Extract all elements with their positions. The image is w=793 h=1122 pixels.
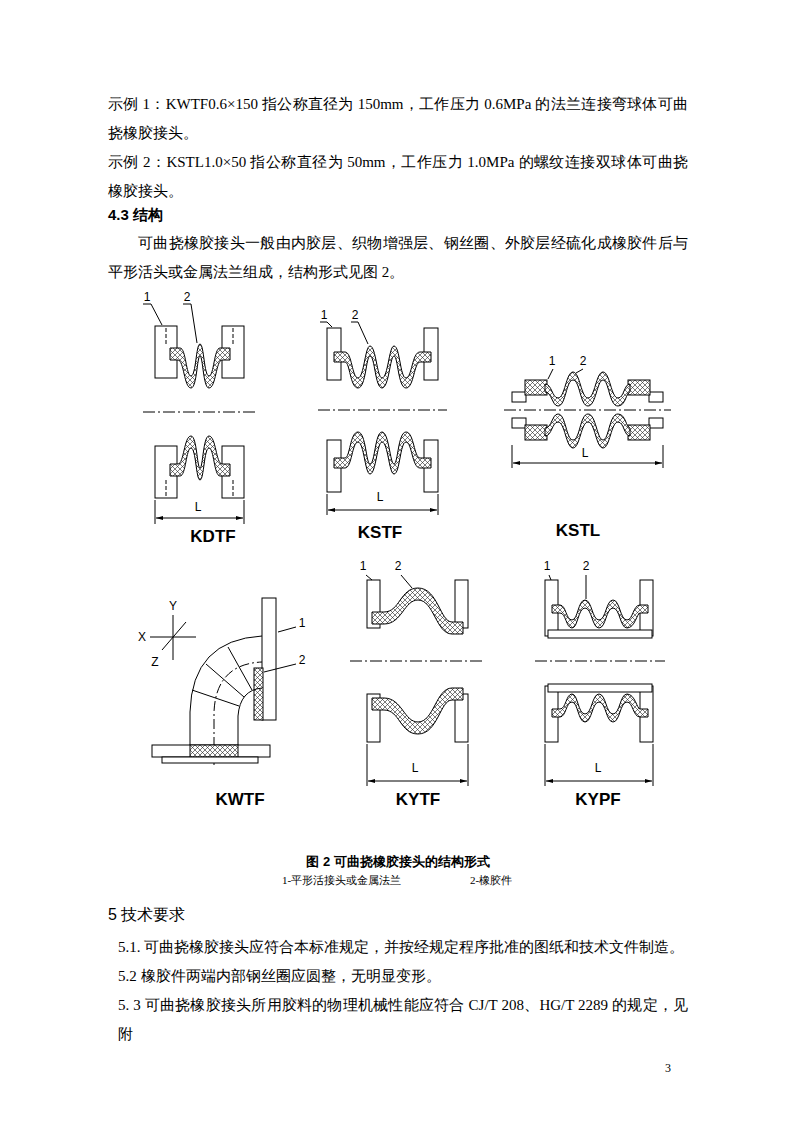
dimension-label: L: [582, 446, 589, 460]
axis-label: Z: [151, 655, 158, 669]
callout-number: 2: [395, 559, 402, 573]
page-number: 3: [665, 1061, 671, 1075]
callout-number: 2: [184, 290, 191, 304]
type-code: KSTL: [556, 521, 600, 541]
callout-number: 1: [299, 616, 306, 630]
callout-number: 1: [549, 354, 556, 368]
type-code: KSTF: [358, 523, 402, 543]
example-text: 示例 2：KSTL1.0×50 指公称直径为 50mm，工作压力 1.0MPa …: [108, 148, 688, 206]
section-heading: 5 技术要求: [108, 903, 185, 927]
type-code: KYPF: [575, 790, 620, 810]
dimension-label: L: [377, 490, 384, 504]
callout-number: 2: [580, 354, 587, 368]
callout-number: 2: [352, 308, 359, 322]
axis-label: X: [138, 630, 146, 644]
type-code: KWTF: [215, 790, 264, 810]
dimension-label: L: [412, 761, 419, 775]
clause-text: 5.1. 可曲挠橡胶接头应符合本标准规定，并按经规定程序批准的图纸和技术文件制造…: [118, 933, 688, 962]
figure-key: 2-橡胶件: [470, 873, 512, 887]
callout-number: 2: [583, 559, 590, 573]
example-text: 示例 1：KWTF0.6×150 指公称直径为 150mm，工作压力 0.6MP…: [108, 90, 688, 148]
clause-text: 5. 3 可曲挠橡胶接头所用胶料的物理机械性能应符合 CJ/T 208、HG/T…: [118, 991, 688, 1049]
callout-number: 1: [144, 290, 151, 304]
dimension-label: L: [595, 761, 602, 775]
section-heading: 4.3 结构: [108, 203, 163, 227]
callout-number: 1: [544, 559, 551, 573]
axis-label: Y: [169, 599, 177, 613]
callout-number: 1: [360, 559, 367, 573]
dimension-label: L: [195, 500, 202, 514]
clause-text: 5.2 橡胶件两端内部钢丝圈应圆整，无明显变形。: [118, 962, 688, 991]
callout-number: 1: [321, 308, 328, 322]
type-code: KYTF: [396, 790, 440, 810]
figure-caption: 图 2 可曲挠橡胶接头的结构形式: [306, 854, 489, 870]
body-paragraph: 可曲挠橡胶接头一般由内胶层、织物增强层、钢丝圈、外胶层经硫化成橡胶件后与平形活头…: [108, 229, 688, 287]
callout-number: 2: [299, 653, 306, 667]
type-code: KDTF: [190, 527, 235, 547]
figure-key: 1-平形活接头或金属法兰: [282, 873, 401, 887]
